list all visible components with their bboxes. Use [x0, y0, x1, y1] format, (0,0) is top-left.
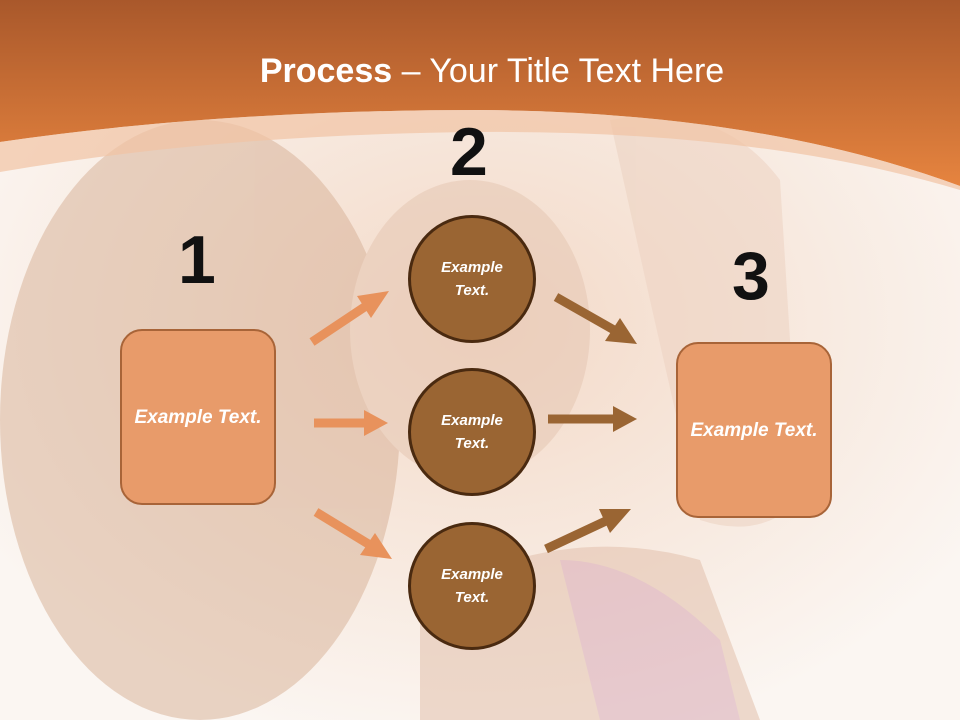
arrow-1-to-top: [309, 291, 389, 346]
step-1-text: Example Text.: [134, 406, 262, 428]
step-3-number: 3: [732, 238, 770, 314]
arrow-middle-to-3: [548, 406, 637, 432]
header-band: [0, 0, 960, 186]
step-2-circle-middle: Example Text.: [408, 368, 536, 496]
arrow-1-to-middle: [314, 410, 388, 436]
title-bold: Process: [259, 52, 393, 90]
slide-title: Process – Your Title Text Here: [0, 52, 960, 91]
step-2-text-top: Example Text.: [441, 259, 503, 299]
arrow-1-to-bottom: [313, 508, 392, 559]
title-rest: – Your Title Text Here: [392, 52, 725, 90]
step-1-number: 1: [178, 222, 216, 298]
step-2-circle-top: Example Text.: [408, 215, 536, 343]
step-3-box: Example Text.: [676, 342, 832, 518]
step-2-circle-bottom: Example Text.: [408, 522, 536, 650]
step-2-text-bottom: Example Text.: [441, 566, 503, 606]
step-2-text-middle: Example Text.: [441, 412, 503, 452]
arrow-top-to-3: [553, 293, 637, 344]
step-3-text: Example Text.: [690, 419, 818, 441]
arrow-bottom-to-3: [544, 509, 631, 554]
step-1-box: Example Text.: [120, 329, 276, 505]
step-2-number: 2: [450, 114, 488, 190]
